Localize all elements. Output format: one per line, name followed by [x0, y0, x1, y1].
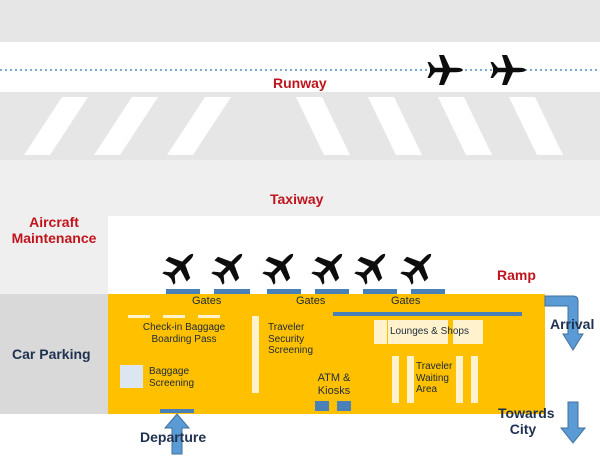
arrival-label: Arrival	[550, 316, 595, 332]
lounge-block	[374, 320, 387, 344]
waiting-bench	[471, 356, 478, 403]
car-parking-area	[0, 294, 108, 414]
atm-kiosk	[337, 401, 351, 411]
towards-city-arrow-icon	[559, 401, 587, 444]
taxiway-area	[0, 160, 600, 216]
taxiway-area	[0, 216, 108, 294]
arrival-arrow-icon	[544, 295, 584, 351]
atm-kiosks-label: ATM & Kiosks	[317, 372, 351, 397]
security-lane	[252, 316, 259, 393]
waiting-bench	[392, 356, 399, 403]
lounge-block	[388, 320, 448, 344]
baggage-screening-label: Baggage Screening	[149, 366, 195, 389]
security-screening-label: Traveler Security Screening	[268, 322, 314, 356]
waiting-area-label: Traveler Waiting Area	[416, 361, 453, 395]
airplane-icon	[349, 243, 396, 290]
airplane-icon	[257, 243, 304, 290]
departure-door	[160, 409, 194, 413]
waiting-bench	[456, 356, 463, 403]
checkin-counter	[163, 315, 185, 318]
lounge-block	[453, 320, 483, 344]
gates-label: Gates	[296, 295, 326, 307]
checkin-label: Check-in Baggage Boarding Pass	[142, 322, 226, 345]
runway-label: Runway	[273, 75, 327, 91]
departure-label: Departure	[140, 429, 207, 445]
baggage-screening-machine	[120, 365, 143, 388]
interior-fixtures	[120, 315, 483, 413]
towards-city-label: Towards City	[498, 405, 555, 438]
gate-bars	[166, 289, 522, 316]
taxiway-label: Taxiway	[270, 191, 324, 207]
airplane-icon	[395, 243, 442, 290]
ramp-label: Ramp	[497, 267, 536, 283]
lounges-label: Lounges & Shops	[390, 326, 469, 337]
gates-label: Gates	[391, 295, 421, 307]
departure-arrow-icon	[163, 413, 191, 455]
runway-area	[0, 0, 600, 42]
airplane-icon	[206, 243, 253, 290]
waiting-bench	[407, 356, 414, 403]
gate-corridor	[333, 312, 522, 316]
atm-kiosk	[315, 401, 329, 411]
aircraft-maintenance-label: Aircraft Maintenance	[11, 214, 97, 247]
gates-label: Gates	[192, 295, 222, 307]
checkin-counter	[128, 315, 150, 318]
airplane-icon	[157, 243, 204, 290]
airplane-icon	[490, 55, 526, 85]
car-parking-label: Car Parking	[12, 346, 91, 362]
runway-stripes	[24, 97, 563, 155]
checkin-counter	[198, 315, 220, 318]
airplane-icon	[427, 55, 463, 85]
airplane-icon	[306, 243, 353, 290]
